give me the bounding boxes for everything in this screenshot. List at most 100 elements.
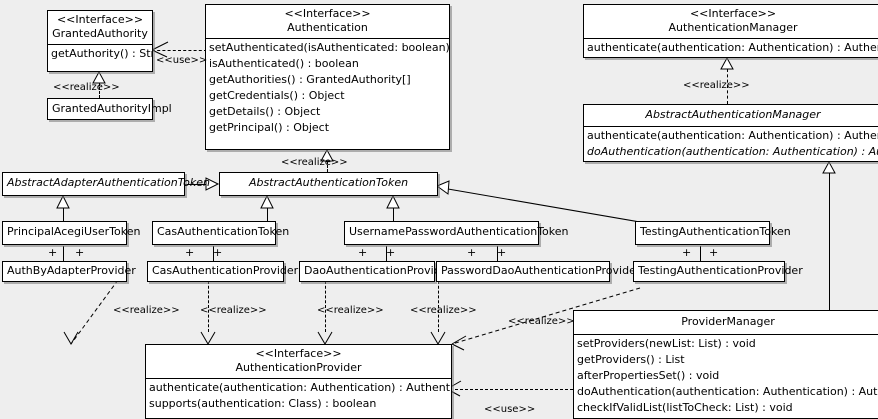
- class-authentication[interactable]: <<Interface>> Authentication setAuthenti…: [205, 4, 450, 150]
- class-testing-authentication-token[interactable]: TestingAuthenticationToken: [635, 221, 791, 245]
- class-cas-authentication-token-header: CasAuthenticationToken: [153, 222, 290, 243]
- edge-assoc-testing-token-testing-provider: [700, 246, 701, 262]
- class-authentication-manager-stereotype: <<Interface>>: [689, 7, 777, 20]
- class-testing-authentication-provider[interactable]: TestingAuthenticationProvider: [633, 261, 803, 282]
- edge-realize-dao-provider: [325, 281, 326, 332]
- class-abstract-adapter-authentication-token-name: AbstractAdapterAuthenticationToken: [7, 176, 210, 189]
- edge-granted-authority-impl-realize: [99, 83, 100, 98]
- operation: afterPropertiesSet() : void: [577, 369, 720, 382]
- edge-assoc-cas-token-cas-provider: [213, 246, 214, 262]
- edge-abstract-authentication-token-realize: [327, 161, 328, 172]
- label-use-provider-manager-authentication-provider: <<use>>: [484, 404, 536, 415]
- class-authentication-manager-header: <<Interface>> AuthenticationManager: [584, 5, 878, 38]
- divider: [48, 44, 152, 45]
- class-dao-authentication-provider-name: DaoAuthenticationProvider: [304, 264, 452, 277]
- class-auth-by-adapter-provider[interactable]: AuthByAdapterProvider: [2, 261, 136, 282]
- class-granted-authority-operations: getAuthority() : String: [48, 45, 152, 63]
- class-abstract-authentication-manager-name: AbstractAuthenticationManager: [645, 108, 821, 121]
- class-cas-authentication-token-name: CasAuthenticationToken: [157, 225, 290, 238]
- divider: [584, 38, 878, 39]
- edge-principal-acegi-token-generalization: [63, 208, 64, 221]
- operation: doAuthentication(authentication: Authent…: [587, 145, 878, 158]
- divider: [206, 38, 449, 39]
- operation: getAuthority() : String: [51, 47, 152, 60]
- class-principal-acegi-user-token-header: PrincipalAcegiUserToken: [3, 222, 140, 243]
- edge-assoc-upat-dao-provider: [386, 246, 387, 262]
- edge-assoc-upat-password-dao-provider: [497, 246, 498, 262]
- class-password-dao-authentication-provider[interactable]: PasswordDaoAuthenticationProvider: [436, 261, 641, 282]
- class-abstract-authentication-token-name: AbstractAuthenticationToken: [248, 176, 409, 189]
- operation: getCredentials() : Object: [209, 89, 345, 102]
- operation: authenticate(authentication: Authenticat…: [587, 41, 878, 54]
- class-authentication-manager-name: AuthenticationManager: [668, 21, 798, 34]
- class-testing-authentication-token-header: TestingAuthenticationToken: [636, 222, 791, 243]
- class-provider-manager-name: ProviderManager: [681, 315, 775, 328]
- divider: [574, 334, 878, 335]
- class-authentication-provider[interactable]: <<Interface>> AuthenticationProvider aut…: [145, 344, 452, 419]
- label-realize-auth-by-adapter-provider: <<realize>>: [113, 305, 180, 316]
- class-dao-authentication-provider-header: DaoAuthenticationProvider: [300, 262, 452, 280]
- class-auth-by-adapter-provider-name: AuthByAdapterProvider: [7, 264, 136, 277]
- label-realize-abstract-authentication-token: <<realize>>: [281, 157, 348, 168]
- class-granted-authority[interactable]: <<Interface>> GrantedAuthority getAuthor…: [47, 10, 153, 72]
- class-username-password-authentication-token-name: UsernamePasswordAuthenticationToken: [349, 225, 569, 238]
- multiplicity-upat-right: +: [386, 246, 396, 259]
- class-testing-authentication-provider-name: TestingAuthenticationProvider: [638, 264, 803, 277]
- label-realize-password-dao-authentication-provider: <<realize>>: [410, 305, 477, 316]
- class-password-dao-authentication-provider-header: PasswordDaoAuthenticationProvider: [437, 262, 641, 280]
- multiplicity-principal-token-left: +: [48, 246, 58, 259]
- class-authentication-operations: setAuthenticated(isAuthenticated: boolea…: [206, 39, 449, 137]
- label-realize-provider-manager: <<realize>>: [508, 316, 575, 327]
- multiplicity-upat-pwd-left: +: [467, 246, 477, 259]
- class-cas-authentication-token[interactable]: CasAuthenticationToken: [152, 221, 290, 245]
- class-granted-authority-header: <<Interface>> GrantedAuthority: [48, 11, 152, 44]
- class-provider-manager[interactable]: ProviderManager setProviders(newList: Li…: [573, 310, 878, 419]
- class-authentication-stereotype: <<Interface>>: [284, 7, 371, 20]
- multiplicity-testing-token-left: +: [682, 246, 692, 259]
- operation: setAuthenticated(isAuthenticated: boolea…: [209, 41, 449, 54]
- class-cas-authentication-provider-name: CasAuthenticationProvider: [152, 264, 299, 277]
- class-dao-authentication-provider[interactable]: DaoAuthenticationProvider: [299, 261, 452, 282]
- class-cas-authentication-provider-header: CasAuthenticationProvider: [148, 262, 299, 280]
- label-realize-cas-authentication-provider: <<realize>>: [200, 305, 267, 316]
- class-username-password-authentication-token-header: UsernamePasswordAuthenticationToken: [345, 222, 569, 243]
- label-realize-granted-authority-impl: <<realize>>: [53, 82, 120, 93]
- class-username-password-authentication-token[interactable]: UsernamePasswordAuthenticationToken: [344, 221, 569, 245]
- class-abstract-adapter-authentication-token[interactable]: AbstractAdapterAuthenticationToken: [2, 172, 210, 196]
- class-abstract-authentication-token[interactable]: AbstractAuthenticationToken: [219, 172, 438, 196]
- operation: setProviders(newList: List) : void: [577, 337, 756, 350]
- class-granted-authority-impl[interactable]: GrantedAuthorityImpl: [47, 98, 172, 120]
- class-principal-acegi-user-token[interactable]: PrincipalAcegiUserToken: [2, 221, 140, 245]
- class-authentication-provider-operations: authenticate(authentication: Authenticat…: [146, 379, 451, 413]
- edge-realize-password-dao-provider: [438, 281, 439, 332]
- edge-abstract-authentication-manager-realize: [727, 69, 728, 104]
- operation: getAuthorities() : GrantedAuthority[]: [209, 73, 411, 86]
- class-authentication-manager[interactable]: <<Interface>> AuthenticationManager auth…: [583, 4, 878, 58]
- multiplicity-cas-token-right: +: [213, 246, 223, 259]
- multiplicity-upat-pwd-right: +: [497, 246, 507, 259]
- class-authentication-provider-header: <<Interface>> AuthenticationProvider: [146, 345, 451, 378]
- edge-assoc-principal-token-auth-by-adapter: [63, 246, 64, 262]
- label-use-authentication-granted-authority: <<use>>: [156, 55, 208, 66]
- class-cas-authentication-provider[interactable]: CasAuthenticationProvider: [147, 261, 299, 282]
- edge-adapter-token-generalization: [185, 184, 207, 185]
- edge-username-password-token-generalization: [393, 208, 394, 221]
- operation: authenticate(authentication: Authenticat…: [149, 381, 451, 394]
- edge-authentication-uses-granted-authority: [152, 50, 207, 51]
- operation: doAuthentication(authentication: Authent…: [577, 385, 878, 398]
- class-password-dao-authentication-provider-name: PasswordDaoAuthenticationProvider: [441, 264, 641, 277]
- class-abstract-adapter-authentication-token-header: AbstractAdapterAuthenticationToken: [3, 173, 210, 194]
- class-abstract-authentication-manager-operations: authenticate(authentication: Authenticat…: [584, 127, 878, 161]
- class-authentication-name: Authentication: [287, 21, 368, 34]
- class-provider-manager-operations: setProviders(newList: List) : void getPr…: [574, 335, 878, 417]
- class-authentication-provider-stereotype: <<Interface>>: [255, 347, 342, 360]
- divider: [584, 126, 878, 127]
- operation: checkIfValidList(listToCheck: List) : vo…: [577, 401, 793, 414]
- operation: authenticate(authentication: Authenticat…: [587, 129, 878, 142]
- class-authentication-manager-operations: authenticate(authentication: Authenticat…: [584, 39, 878, 57]
- operation: getDetails() : Object: [209, 105, 321, 118]
- class-abstract-authentication-manager[interactable]: AbstractAuthenticationManager authentica…: [583, 104, 878, 162]
- operation: getPrincipal() : Object: [209, 121, 330, 134]
- class-granted-authority-stereotype: <<Interface>>: [56, 13, 144, 26]
